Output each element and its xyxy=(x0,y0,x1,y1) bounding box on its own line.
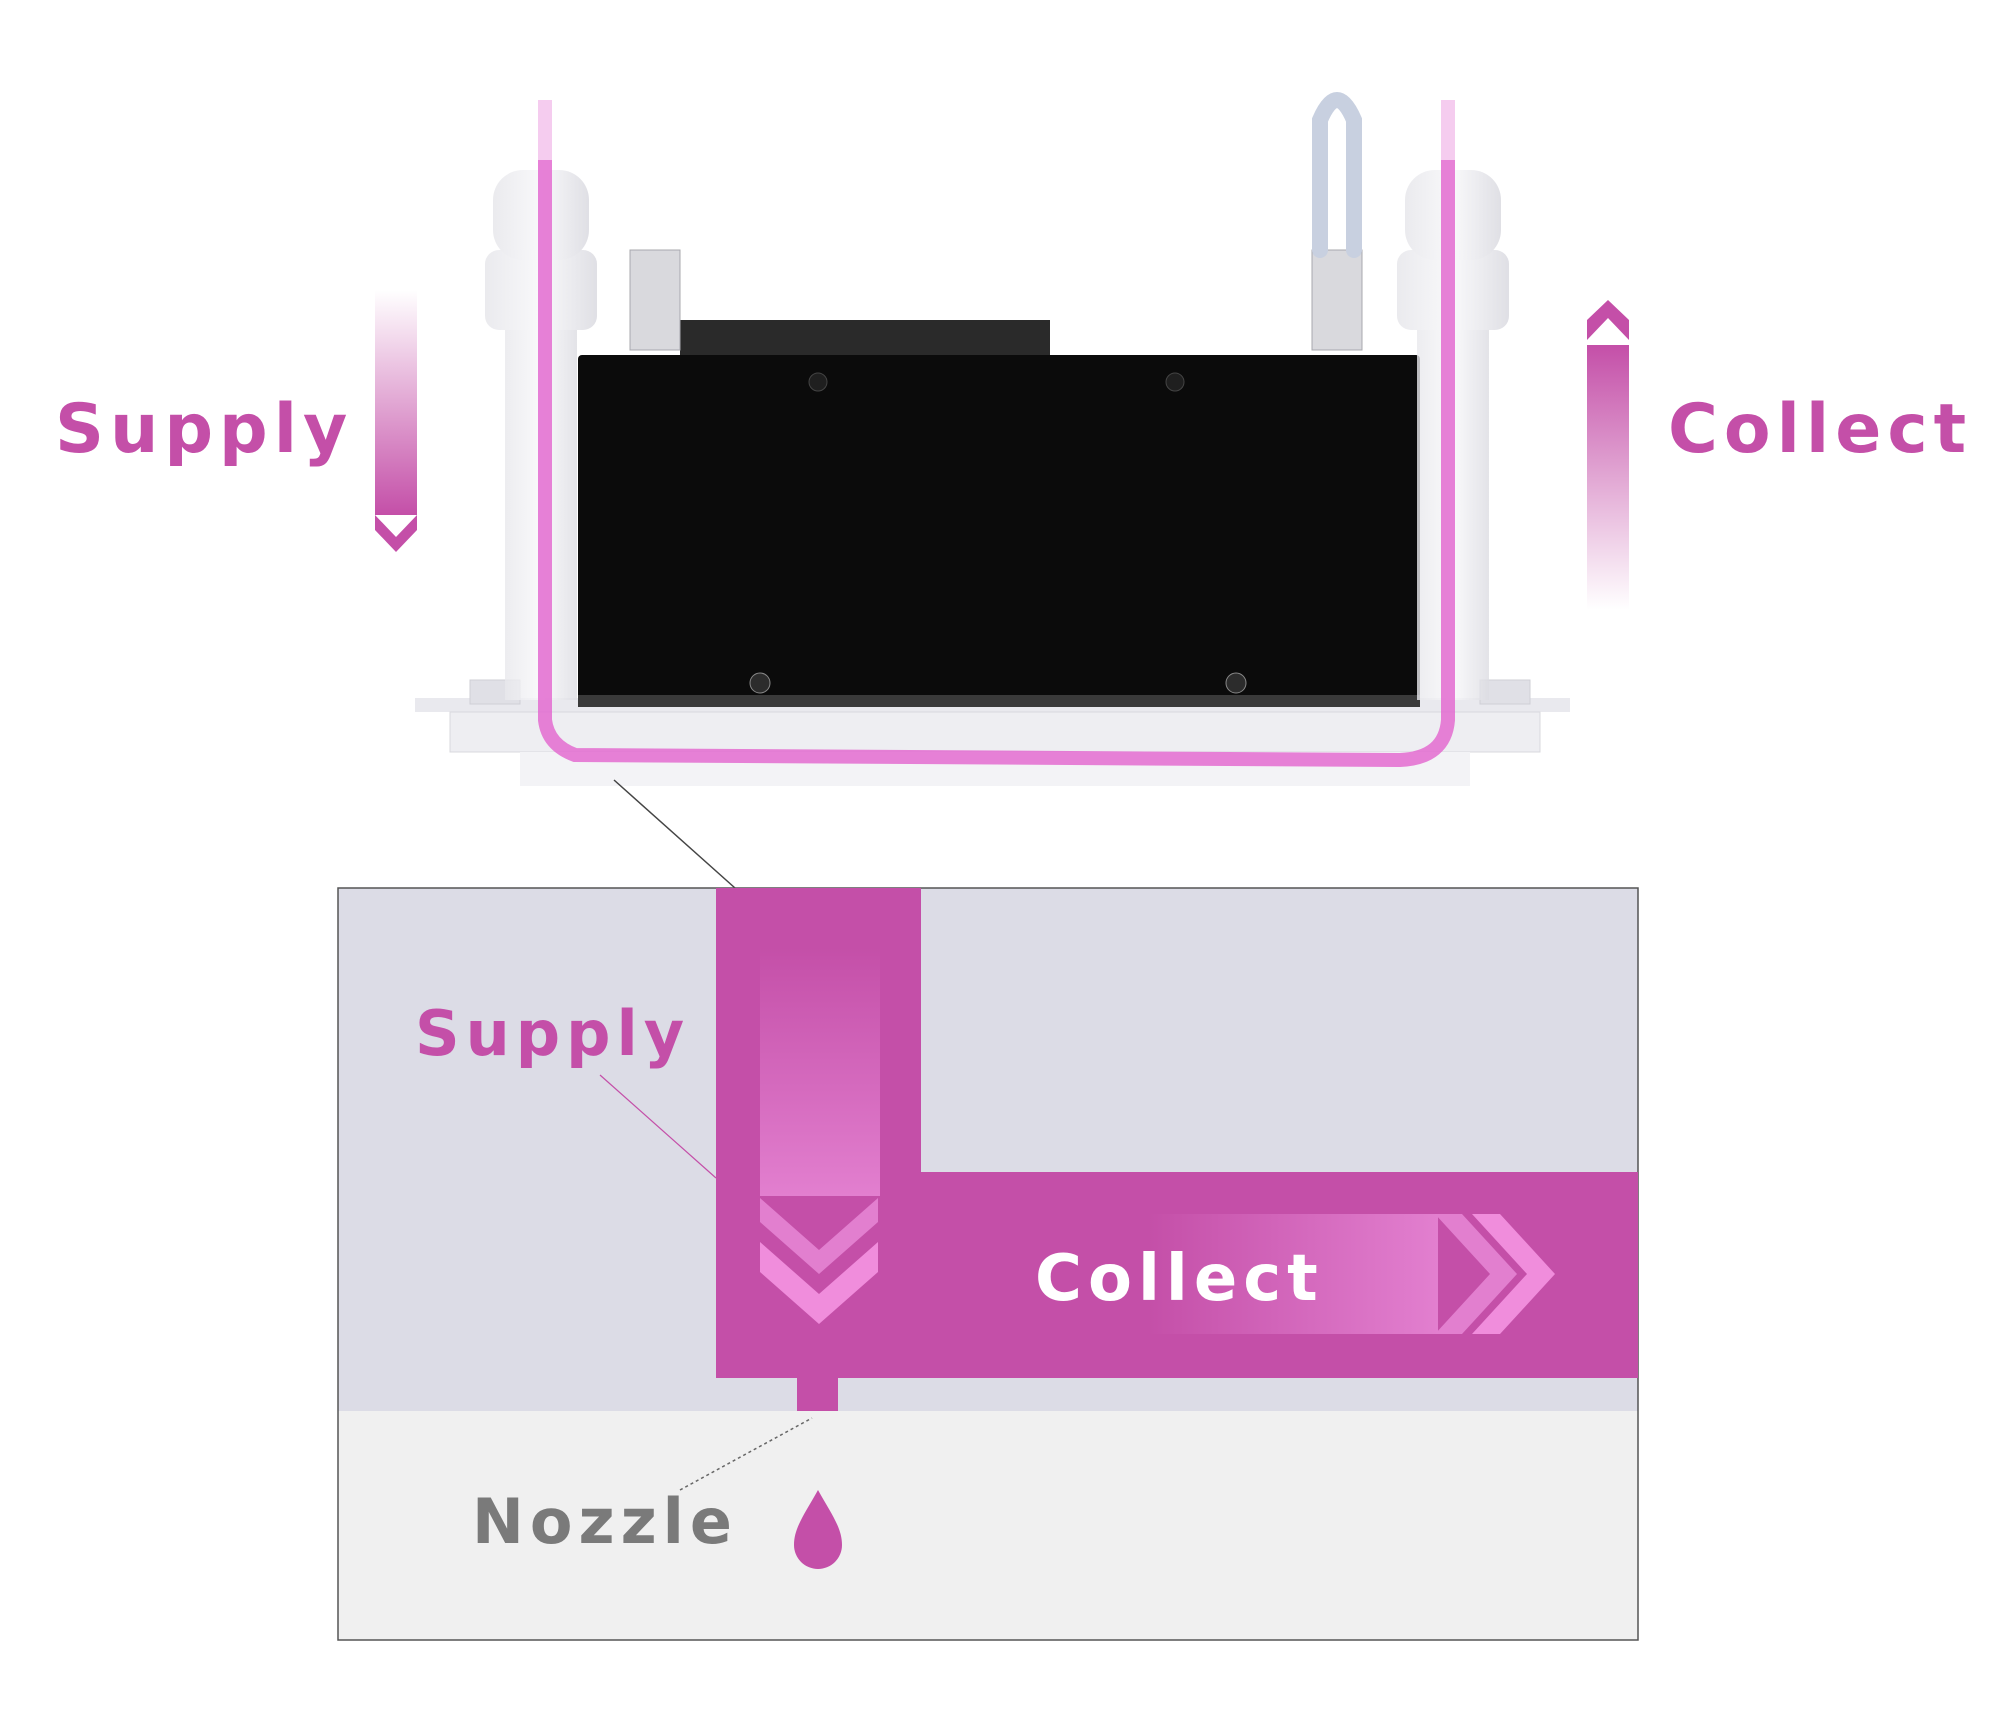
arrow-down-icon xyxy=(375,290,417,552)
supply-flow-gradient xyxy=(760,948,880,1196)
screw-icon xyxy=(808,372,828,392)
chevron-right-icon xyxy=(1472,1214,1555,1334)
fitting-left xyxy=(629,249,681,351)
supply-leader-line xyxy=(599,1074,717,1179)
head-bottom-edge xyxy=(578,695,1420,707)
screw-icon xyxy=(1225,672,1247,694)
nozzle-plate xyxy=(338,1411,1638,1640)
detail-collect-label: Collect xyxy=(1035,1242,1324,1316)
detail-nozzle-label: Nozzle xyxy=(472,1485,738,1558)
top-collect-label: Collect xyxy=(1668,390,1972,469)
top-supply-label: Supply xyxy=(55,390,353,469)
screw-icon xyxy=(749,672,771,694)
arrow-up-icon xyxy=(1587,300,1629,610)
nozzle-leader-line xyxy=(679,1417,813,1491)
ink-path-supply-to-collect xyxy=(538,100,1455,767)
collect-flow-gradient xyxy=(1148,1214,1438,1334)
fitting-right xyxy=(1311,249,1363,351)
print-head xyxy=(415,92,1570,786)
detail-supply-label: Supply xyxy=(415,997,690,1070)
head-body xyxy=(578,355,1420,700)
chevron-down-icon xyxy=(760,1242,878,1324)
clear-hose xyxy=(1312,92,1362,258)
ink-drop-icon xyxy=(794,1490,842,1569)
nozzle-hole xyxy=(797,1378,838,1411)
screw-icon xyxy=(1165,372,1185,392)
chevron-right-icon xyxy=(1435,1214,1517,1334)
base-block xyxy=(449,711,1541,753)
zoom-leader-line xyxy=(613,779,736,889)
detail-cross-section: Supply Collect Nozzle xyxy=(337,887,1639,1641)
chevron-down-icon xyxy=(760,1198,878,1274)
